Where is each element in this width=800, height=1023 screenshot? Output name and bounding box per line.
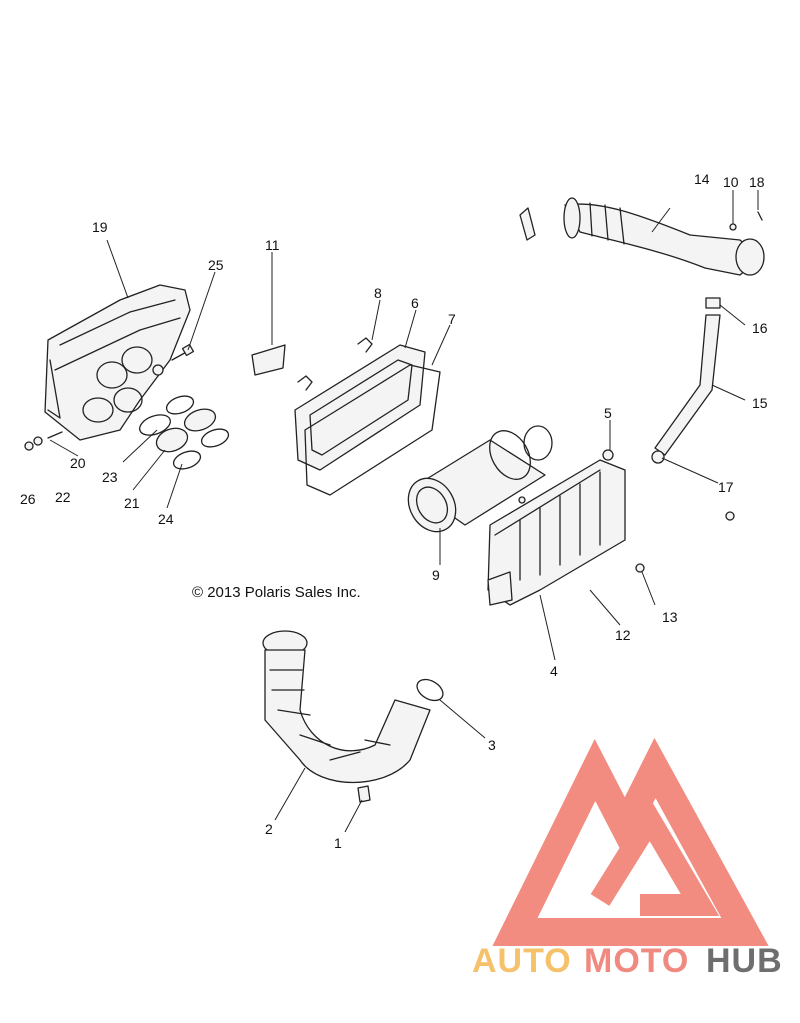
- callout-16: 16: [752, 320, 768, 336]
- callout-25: 25: [208, 257, 224, 273]
- watermark-logo: [492, 737, 769, 946]
- watermark-moto: MOTO: [584, 942, 689, 980]
- callout-12: 12: [615, 627, 631, 643]
- callout-15: 15: [752, 395, 768, 411]
- part-3-clamp: [416, 678, 444, 702]
- part-19-airbox-cover: [44, 284, 191, 441]
- callout-18: 18: [749, 174, 765, 190]
- leader-lines: [49, 190, 759, 833]
- callout-6: 6: [411, 295, 419, 311]
- part-screw: [725, 511, 735, 521]
- callout-9: 9: [432, 567, 440, 583]
- part-4-airbox: [487, 449, 626, 606]
- callout-20: 20: [70, 455, 86, 471]
- callout-3: 3: [488, 737, 496, 753]
- part-18: [757, 211, 763, 221]
- part-7-gasket: [304, 364, 441, 496]
- callout-21: 21: [124, 495, 140, 511]
- copyright-text: © 2013 Polaris Sales Inc.: [192, 584, 361, 601]
- callout-8: 8: [374, 285, 382, 301]
- part-9-filter: [407, 430, 546, 533]
- part-13-screw: [635, 563, 645, 573]
- callout-5: 5: [604, 405, 612, 421]
- part-oring: [523, 425, 553, 461]
- part-screw-small: [518, 496, 526, 504]
- callout-17: 17: [718, 479, 734, 495]
- part-fasteners-20-22-26: [24, 431, 63, 451]
- part-clamps-23-21-24: [139, 395, 230, 470]
- callout-13: 13: [662, 609, 678, 625]
- watermark-hub: HUB: [706, 942, 783, 980]
- callout-2: 2: [265, 821, 273, 837]
- callout-1: 1: [334, 835, 342, 851]
- callout-10: 10: [723, 174, 739, 190]
- callout-numbers: 19 25 11 8 6 7 14 10 18 16 15 5 17 9 13 …: [20, 171, 768, 851]
- callout-22: 22: [55, 489, 71, 505]
- watermark-text: AUTO MOTO HUB: [472, 942, 783, 980]
- callout-7: 7: [448, 311, 456, 327]
- watermark-auto: AUTO: [472, 942, 572, 980]
- callout-23: 23: [102, 469, 118, 485]
- callout-4: 4: [550, 663, 558, 679]
- callout-24: 24: [158, 511, 174, 527]
- part-8-clips: [297, 337, 373, 391]
- part-6-frame: [294, 344, 426, 471]
- part-2-duct: [262, 630, 431, 784]
- part-15-hose: [651, 297, 721, 464]
- callout-11: 11: [265, 237, 280, 253]
- callout-14: 14: [694, 171, 710, 187]
- callout-26: 26: [20, 491, 36, 507]
- part-14-intake-tube: [519, 197, 765, 276]
- part-11-decal: [251, 344, 286, 376]
- part-10: [729, 223, 737, 231]
- callout-19: 19: [92, 219, 108, 235]
- part-1-fitting: [357, 785, 371, 803]
